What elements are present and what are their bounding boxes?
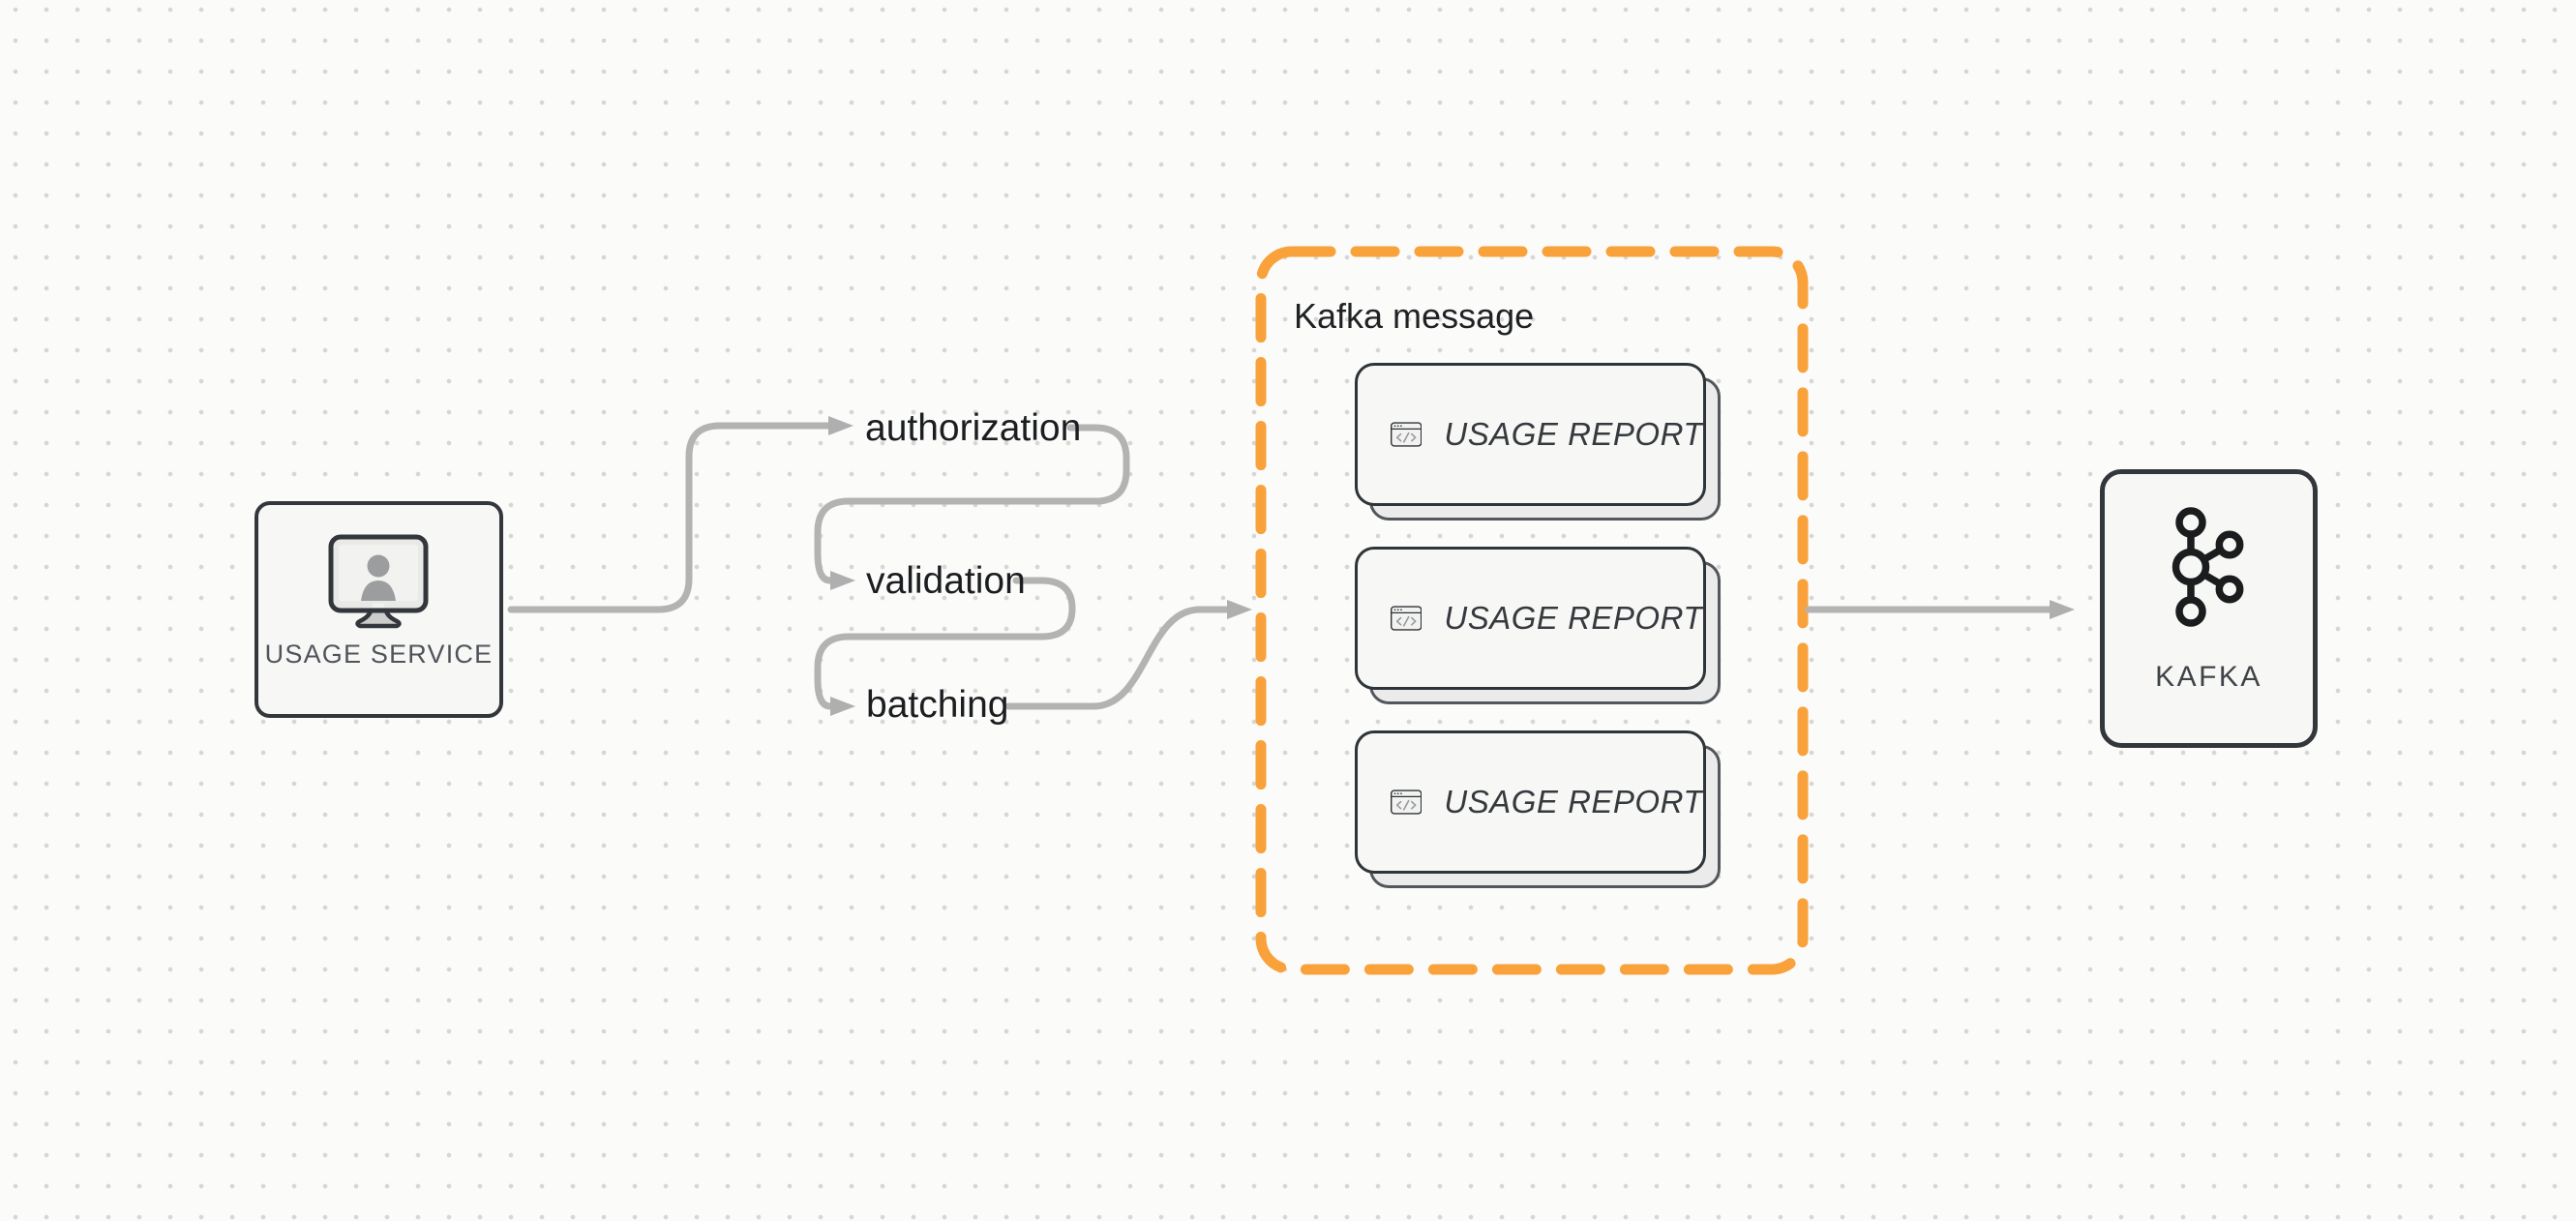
usage-report-label: USAGE REPORT [1444, 784, 1703, 819]
code-window-icon [1391, 789, 1423, 815]
code-window-icon [1391, 422, 1423, 447]
step-label-authorization: authorization [865, 407, 1082, 449]
kafka-message-group-label: Kafka message [1294, 296, 1535, 336]
user-monitor-icon [328, 534, 429, 629]
usage-service-label: USAGE SERVICE [264, 640, 494, 669]
connector-batching-to-group [1004, 600, 1252, 710]
step-label-batching: batching [866, 684, 1009, 726]
kafka-label: KAFKA [2155, 661, 2262, 693]
usage-report-card: USAGE REPORT [1355, 547, 1721, 704]
connector-authorization-to-validation [814, 424, 1130, 590]
step-label-validation: validation [866, 560, 1026, 602]
kafka-node: KAFKA [2100, 469, 2318, 748]
usage-report-label: USAGE REPORT [1444, 600, 1703, 636]
code-window-icon [1391, 606, 1423, 631]
usage-report-card: USAGE REPORT [1355, 730, 1721, 888]
connector-service-to-authorization [507, 416, 854, 613]
usage-report-card: USAGE REPORT [1355, 363, 1721, 521]
kafka-logo-icon [2172, 507, 2244, 627]
usage-report-label: USAGE REPORT [1444, 416, 1703, 452]
usage-service-node: USAGE SERVICE [255, 501, 503, 718]
